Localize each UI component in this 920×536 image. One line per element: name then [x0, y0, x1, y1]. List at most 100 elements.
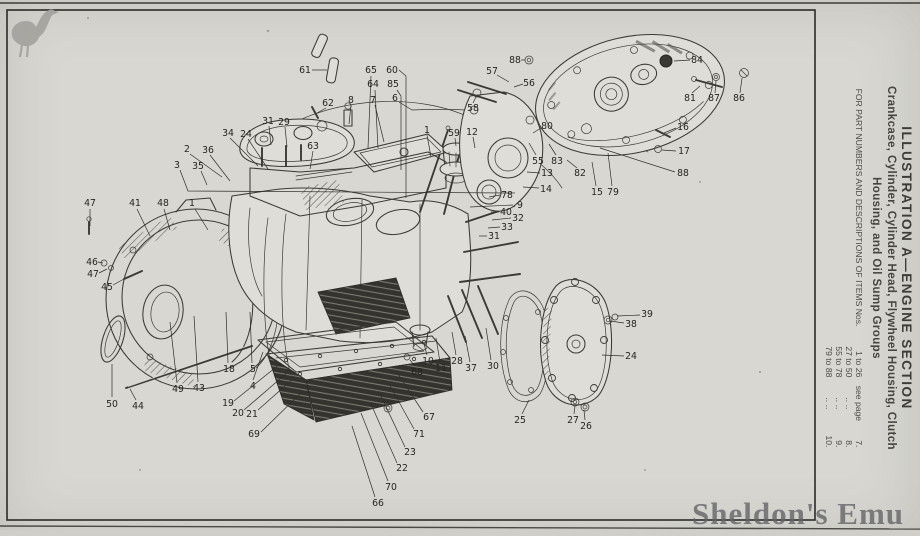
- illustration-title: ILLUSTRATION A—ENGINE SECTION: [899, 126, 914, 410]
- callout-number-56: 56: [523, 78, 535, 89]
- callout-number-44: 44: [132, 401, 144, 412]
- callout-number-35: 35: [192, 161, 204, 172]
- callout-number-29: 29: [278, 117, 290, 128]
- callout-number-7: 7: [370, 95, 376, 106]
- callout-number-6: 6: [392, 93, 398, 104]
- callout-leader-38: [609, 320, 625, 324]
- callout-number-18: 18: [223, 364, 235, 375]
- callout-number-27: 27: [567, 415, 579, 426]
- callout-number-11: 11: [435, 363, 447, 374]
- callout-leader-55: [528, 142, 537, 156]
- callout-number-9: 9: [517, 200, 523, 211]
- callout-number-21: 21: [246, 409, 258, 420]
- callout-leader-68: [409, 359, 416, 367]
- callout-number-83: 83: [551, 156, 563, 167]
- callout-leader-67: [397, 373, 424, 413]
- end-cover-group: [500, 278, 619, 412]
- callout-number-80: 80: [541, 121, 553, 132]
- callout-leader-64: [374, 89, 379, 149]
- callout-number-61: 61: [299, 65, 311, 76]
- callout-number-19: 19: [222, 398, 234, 409]
- callout-number-64: 64: [367, 79, 379, 90]
- callout-leader-47: [98, 268, 108, 274]
- callout-leader-17: [661, 149, 677, 152]
- callout-leader-18: [225, 311, 229, 364]
- margin-caption: ILLUSTRATION A—ENGINE SECTION Crankcase,…: [820, 0, 918, 536]
- callout-leader-84: [673, 59, 691, 62]
- callout-number-8: 8: [348, 95, 354, 106]
- callout-number-12: 12: [466, 127, 478, 138]
- callout-number-25: 25: [514, 415, 526, 426]
- callout-leader-86: [739, 77, 743, 94]
- callout-leader-83: [548, 143, 557, 156]
- callout-number-24: 24: [240, 129, 252, 140]
- callout-number-39: 39: [641, 309, 653, 320]
- crankcase-cylinder-block: [228, 111, 521, 373]
- callout-number-66: 66: [372, 498, 384, 509]
- callout-number-87: 87: [708, 93, 720, 104]
- callout-leader-16: [663, 127, 677, 134]
- callout-leader-13: [526, 171, 541, 174]
- callout-leader-4: [252, 351, 264, 381]
- oil-sump-group: [257, 285, 499, 423]
- callout-number-50: 50: [106, 399, 118, 410]
- callout-number-57: 57: [486, 66, 498, 77]
- callout-number-79: 79: [607, 187, 619, 198]
- callout-number-85: 85: [387, 79, 399, 90]
- callout-leader-15: [591, 161, 597, 187]
- callout-number-78: 78: [501, 190, 513, 201]
- callout-number-38: 38: [625, 319, 637, 330]
- callout-number-32: 32: [512, 213, 524, 224]
- callout-number-1: 1: [189, 198, 195, 209]
- callout-leader-6: [398, 101, 413, 111]
- callout-leader-88: [599, 147, 676, 173]
- callout-number-2: 2: [184, 144, 190, 155]
- callout-number-86: 86: [733, 93, 745, 104]
- callout-number-30: 30: [487, 361, 499, 372]
- callout-leader-27: [573, 405, 576, 415]
- callout-number-47: 47: [84, 198, 96, 209]
- callout-leader-28: [451, 331, 457, 356]
- callout-leader-35: [200, 170, 208, 186]
- paper-specks: [87, 17, 762, 471]
- cover-fasteners: [654, 54, 749, 153]
- callout-leader-30: [485, 327, 492, 361]
- callout-leader-1: [194, 208, 209, 231]
- callout-leader-44: [129, 388, 137, 401]
- illustration-subtitle-2: Housing, and Oil Sump Groups: [870, 177, 882, 359]
- callout-leader-8: [348, 104, 352, 125]
- callout-leader-87: [714, 80, 717, 94]
- callout-leader-57: [496, 74, 510, 83]
- callout-number-31: 31: [488, 231, 500, 242]
- callout-leader-36: [209, 154, 231, 182]
- callout-number-40: 40: [500, 207, 512, 218]
- callout-leader-62: [316, 107, 327, 114]
- callout-leader-31: [268, 125, 272, 146]
- callout-leader-43: [193, 315, 199, 383]
- callout-leader-9: [469, 204, 514, 208]
- note-row: 79 to 88.. ..10.: [824, 346, 834, 448]
- callout-number-31: 31: [262, 116, 274, 127]
- callout-number-45: 45: [101, 282, 113, 293]
- callout-leader-46: [97, 261, 104, 264]
- callout-number-26: 26: [580, 421, 592, 432]
- callout-number-63: 63: [307, 141, 319, 152]
- callout-leader-59: [454, 137, 457, 147]
- callout-number-70: 70: [385, 482, 397, 493]
- callout-number-84: 84: [691, 55, 703, 66]
- callout-number-47: 47: [87, 269, 99, 280]
- callout-leader-2: [189, 153, 223, 178]
- callout-number-82: 82: [574, 168, 586, 179]
- callout-leader-58: [472, 96, 477, 104]
- callout-leader-5: [249, 311, 253, 364]
- callout-number-33: 33: [501, 222, 513, 233]
- callout-number-17: 17: [678, 146, 690, 157]
- callout-number-3: 3: [174, 160, 180, 171]
- callout-number-15: 15: [591, 187, 603, 198]
- callout-leader-10: [423, 343, 428, 356]
